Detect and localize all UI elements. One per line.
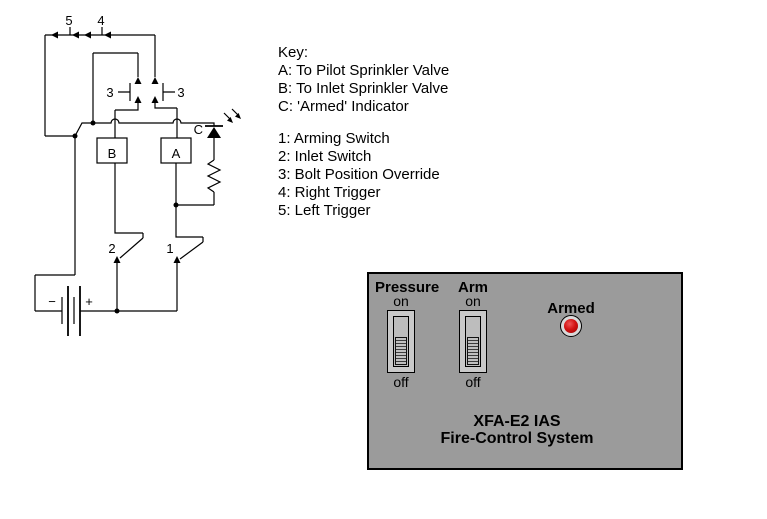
- trigger-switches: 5 4: [51, 13, 111, 39]
- key-line-c: C: 'Armed' Indicator: [278, 98, 409, 115]
- key-line-1: 1: Arming Switch: [278, 130, 390, 147]
- valve-box-b: B: [96, 137, 128, 164]
- arming-switch-label: 1: [166, 241, 173, 256]
- pressure-off-label: off: [393, 374, 409, 390]
- battery: − +: [48, 286, 93, 336]
- panel-title: XFA-E2 IAS Fire-Control System: [369, 413, 665, 447]
- junction-dots: [72, 120, 179, 314]
- arm-on-label: on: [465, 293, 481, 309]
- pressure-toggle[interactable]: [387, 310, 415, 373]
- armed-indicator-light-core: [564, 319, 578, 333]
- arm-toggle-knob[interactable]: [467, 337, 479, 365]
- key-line-2: 2: Inlet Switch: [278, 148, 372, 165]
- arm-switch-label: Arm: [458, 279, 489, 296]
- armed-indicator-label: Armed: [547, 300, 595, 317]
- key-legend: Key: A: To Pilot Sprinkler Valve B: To I…: [278, 44, 449, 220]
- led-c-label: C: [194, 122, 203, 137]
- key-line-4: 4: Right Trigger: [278, 184, 381, 201]
- bolt-override-switches: 3 3: [106, 77, 185, 103]
- arming-switch-1: 1: [166, 241, 204, 263]
- arm-toggle[interactable]: [459, 310, 487, 373]
- battery-plus-label: +: [85, 294, 93, 309]
- valve-box-a: A: [160, 137, 192, 164]
- override-right-label: 3: [177, 85, 184, 100]
- valve-box-a-label: A: [172, 146, 181, 161]
- arm-off-label: off: [465, 374, 481, 390]
- key-line-3: 3: Bolt Position Override: [278, 166, 440, 183]
- valve-box-b-label: B: [108, 146, 117, 161]
- pressure-toggle-slot: [393, 316, 409, 367]
- armed-indicator-light: [560, 315, 582, 337]
- resistor: [206, 159, 222, 193]
- battery-minus-label: −: [48, 294, 56, 309]
- panel-title-line1: XFA-E2 IAS: [473, 413, 561, 430]
- right-trigger-label: 4: [97, 13, 104, 28]
- left-trigger-label: 5: [65, 13, 72, 28]
- circuit-schematic: 5 4 3 3 B A C: [34, 13, 241, 336]
- key-line-5: 5: Left Trigger: [278, 202, 371, 219]
- key-title: Key:: [278, 44, 309, 61]
- pressure-on-label: on: [393, 293, 409, 309]
- pressure-switch-label: Pressure: [375, 279, 440, 296]
- override-left-label: 3: [106, 85, 113, 100]
- led-indicator-c: C: [194, 108, 241, 138]
- inlet-switch-2: 2: [108, 237, 144, 263]
- panel-title-line2: Fire-Control System: [440, 430, 594, 447]
- arm-toggle-slot: [465, 316, 481, 367]
- inlet-switch-label: 2: [108, 241, 115, 256]
- key-line-a: A: To Pilot Sprinkler Valve: [278, 62, 450, 79]
- control-panel: Pressure Arm on on off off Armed XFA-E2 …: [367, 272, 683, 470]
- pressure-toggle-knob[interactable]: [395, 337, 407, 365]
- key-line-b: B: To Inlet Sprinkler Valve: [278, 80, 449, 97]
- schematic-wires: [34, 34, 215, 312]
